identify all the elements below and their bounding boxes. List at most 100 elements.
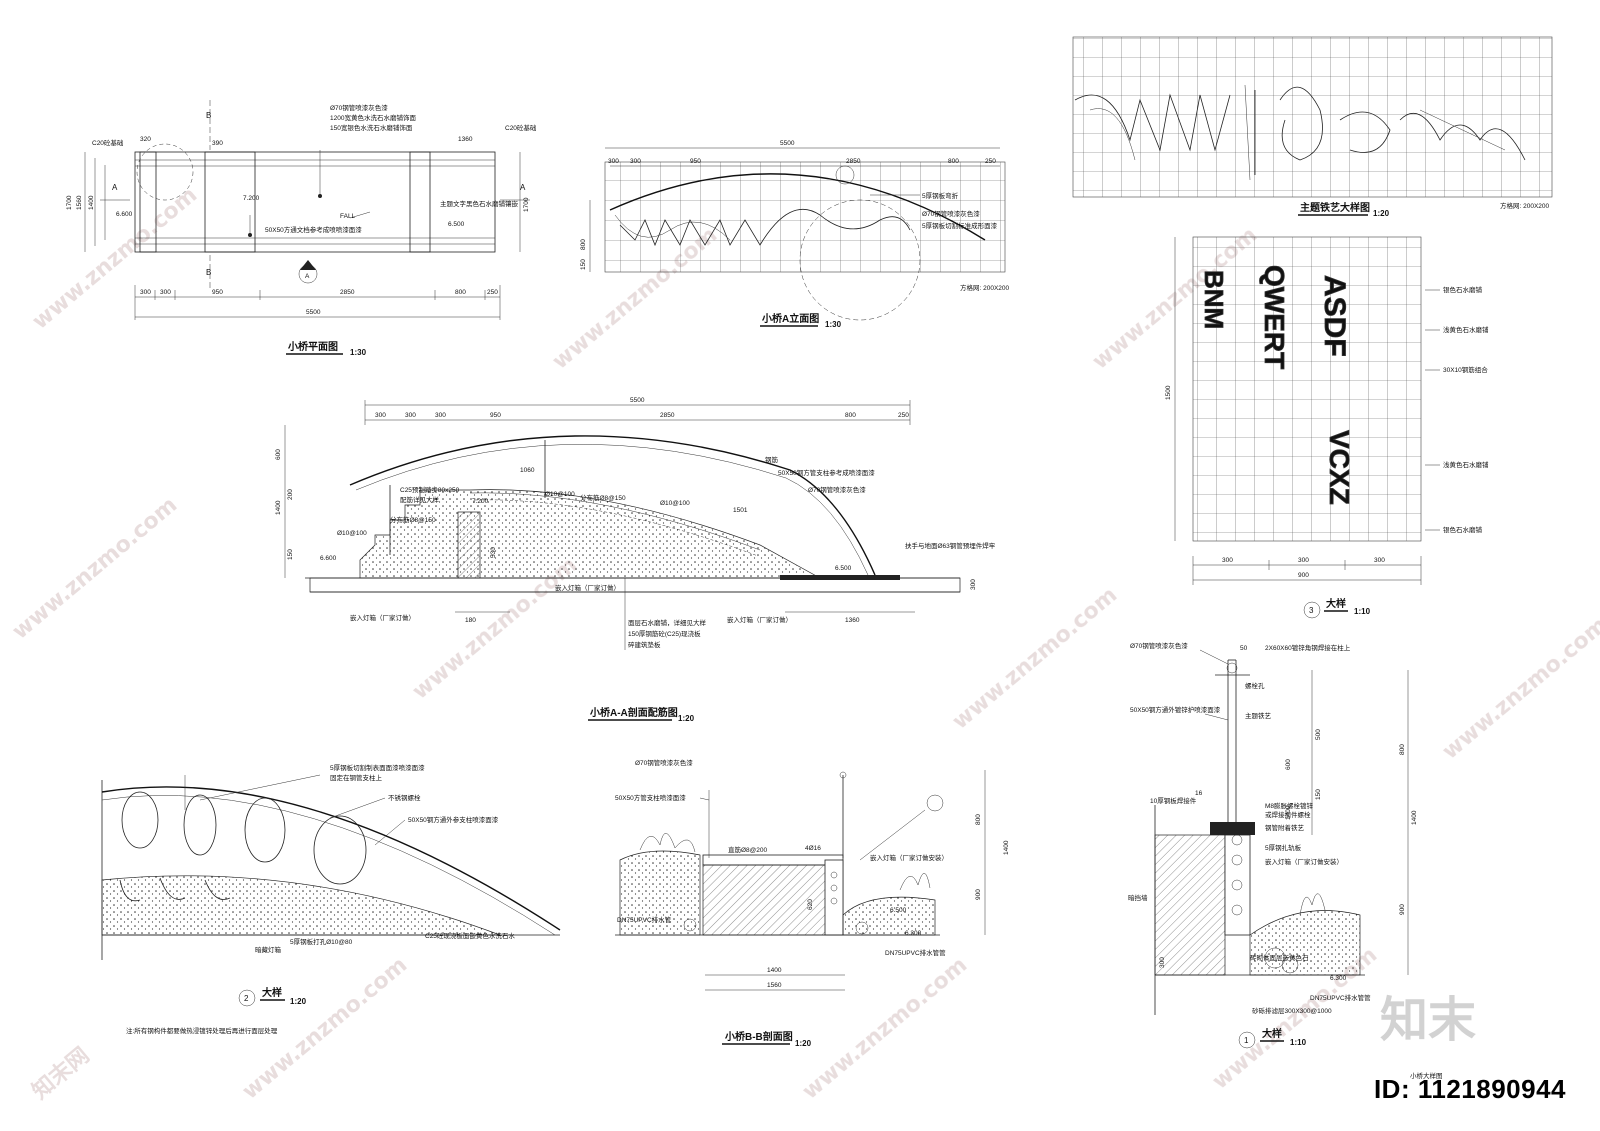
- aa-dim: 300: [375, 412, 386, 419]
- watermark-text: www.znzmo.com: [28, 183, 202, 335]
- aa-dim: 1501: [733, 507, 748, 514]
- aa-dim: 200: [287, 489, 294, 500]
- aa-elevation: 6.500: [835, 565, 852, 572]
- aa-label: 分布筋Ø8@150: [580, 493, 626, 502]
- bb-label: DN75UPVC排水管: [617, 915, 672, 924]
- d1-bottom-title: 小桥大样图: [1410, 1071, 1443, 1080]
- aa-scale: 1:20: [678, 714, 695, 723]
- aa-dim: 530: [490, 547, 497, 558]
- d3-label: 30X10钢筋组合: [1443, 365, 1488, 374]
- plan-dim: 390: [212, 140, 223, 147]
- aa-label: 碎建筑垫板: [628, 640, 661, 649]
- d3-letters: VCXZ: [1324, 430, 1355, 505]
- plan-dim: 2850: [340, 289, 355, 296]
- aa-label: Ø10@100: [545, 491, 575, 498]
- aa-label: C25预制踏步80x250: [400, 485, 460, 494]
- plan-label: 1200宽黄色水洗石水磨铺饰面: [330, 113, 416, 122]
- aa-dim: 150: [287, 549, 294, 560]
- plan-dim: 300: [140, 289, 151, 296]
- d1-label: 2X60X60镀锌角钢焊接在柱上: [1265, 643, 1351, 652]
- plan-label: C20砼基础: [505, 123, 537, 132]
- d1-label: M8膨胀螺栓镀锌: [1265, 801, 1314, 810]
- elev-dim: 950: [690, 158, 701, 165]
- elev-title: 小桥A立面图: [761, 312, 819, 325]
- id-label: ID: 1121890944: [1373, 1074, 1566, 1104]
- d3-letters: ASDF: [1318, 275, 1351, 357]
- plan-dim: 1700: [66, 195, 73, 210]
- plan-scale: 1:30: [350, 348, 367, 357]
- elev-label: Ø70钢管喷漆灰色漆: [922, 209, 980, 218]
- plan-title: 小桥平面图: [287, 340, 338, 353]
- aa-label: 嵌入灯箱（厂家订做）: [727, 615, 792, 624]
- plan-dim: 1560: [76, 195, 83, 210]
- plan-label: 150宽银色水洗石水磨铺饰面: [330, 123, 413, 132]
- elevation-a: 300 300 950 2850 800 250 5500 800 150 5厚…: [580, 140, 1010, 329]
- general-note: 注:所有钢构件都要做热浸镀锌处理后再进行面层处理: [126, 1026, 278, 1035]
- section-aa: 300 300 300 950 2850 800 250 5500 600 14…: [275, 397, 996, 723]
- elev-dim: 250: [985, 158, 996, 165]
- aa-dim: 950: [490, 412, 501, 419]
- aa-elevation: 6.600: [320, 555, 337, 562]
- aa-label: 嵌入灯箱（厂家订做）: [350, 613, 415, 622]
- d3-scale: 1:10: [1354, 607, 1371, 616]
- plan-dim: 1360: [458, 136, 473, 143]
- aa-label: Ø10@100: [660, 500, 690, 507]
- bb-label: Ø70钢管喷漆灰色漆: [635, 758, 693, 767]
- d1-label: 5厚钢扎轨板: [1265, 843, 1302, 852]
- aa-label: 150厚钢筋砼(C25)现浇板: [628, 629, 701, 638]
- elev-grid-note: 方格网: 200X200: [960, 283, 1010, 292]
- d1-label: 主题铁艺: [1245, 711, 1272, 720]
- plan-dim: 950: [212, 289, 223, 296]
- aa-dim: 300: [970, 579, 977, 590]
- d2-label: 不锈钢螺栓: [388, 793, 421, 802]
- d3-number: 3: [1309, 606, 1314, 615]
- bb-label: 50X50方管支柱喷漆面漆: [615, 793, 686, 802]
- theme-detail: 方格网: 200X200 主题铁艺大样图 1:20: [1072, 36, 1553, 218]
- aa-label: 配筋详见大样: [400, 495, 440, 504]
- bb-title: 小桥B-B剖面图: [724, 1030, 793, 1043]
- d3-dim: 900: [1298, 572, 1309, 579]
- bb-label: DN75UPVC排水管管: [885, 948, 946, 957]
- bb-dim: 800: [975, 814, 982, 825]
- d1-dim: 500: [1315, 729, 1322, 740]
- d1-title: 大样: [1262, 1027, 1282, 1040]
- d1-dim: 50: [1240, 645, 1248, 652]
- watermark-text: www.znzmo.com: [948, 583, 1122, 735]
- d1-label: DN75UPVC排水管管: [1310, 993, 1371, 1002]
- d3-dim: 300: [1222, 557, 1233, 564]
- d1-dim: 16: [1195, 790, 1203, 797]
- d1-dim: 600: [1285, 759, 1292, 770]
- d1-dim: 1400: [1411, 810, 1418, 825]
- aa-dim: 800: [845, 412, 856, 419]
- d1-dim: 800: [1399, 744, 1406, 755]
- brand-logo: 知末: [1380, 992, 1477, 1048]
- bb-scale: 1:20: [795, 1039, 812, 1048]
- aa-dim: 250: [898, 412, 909, 419]
- d1-label: Ø70钢管喷漆灰色漆: [1130, 641, 1188, 650]
- aa-dim: 600: [275, 449, 282, 460]
- bb-elevation: 6.500: [890, 907, 907, 914]
- theme-grid-note: 方格网: 200X200: [1500, 201, 1550, 210]
- d1-label: 砖砌体面层嵌黄色石: [1250, 953, 1309, 962]
- aa-label: 嵌入灯箱（厂家订做）: [555, 583, 620, 592]
- d1-label: 螺栓孔: [1245, 681, 1265, 690]
- detail-2: 5厚钢板切割制表面面漆喷漆面漆 固定在钢管支柱上 不锈钢螺栓 50X50钢方通外…: [101, 763, 561, 1035]
- d1-dim: 1400: [1285, 805, 1292, 820]
- plan-dim: 300: [160, 289, 171, 296]
- d1-dim: 300: [1159, 957, 1166, 968]
- aa-dim: 1360: [845, 617, 860, 624]
- detail-3: BNM QWERT ASDF VCXZ 银色石水磨铺 浅黄色石水磨铺 30X10…: [1165, 236, 1489, 619]
- d3-title: 大样: [1326, 597, 1346, 610]
- d3-dim: 1500: [1165, 385, 1172, 400]
- elev-dim: 300: [630, 158, 641, 165]
- d1-scale: 1:10: [1290, 1038, 1307, 1047]
- plan-dim: 1700: [523, 197, 530, 212]
- d1-dim: 900: [1399, 904, 1406, 915]
- d2-label: 固定在钢管支柱上: [330, 773, 383, 782]
- theme-scale: 1:20: [1373, 209, 1390, 218]
- d1-number: 1: [1244, 1036, 1249, 1045]
- plan-label: FALL: [340, 213, 356, 220]
- plan-label: 50X50方通文档参考成喷喷漆面漆: [265, 225, 362, 234]
- aa-label: Ø10@100: [337, 530, 367, 537]
- bb-dim: 1560: [767, 982, 782, 989]
